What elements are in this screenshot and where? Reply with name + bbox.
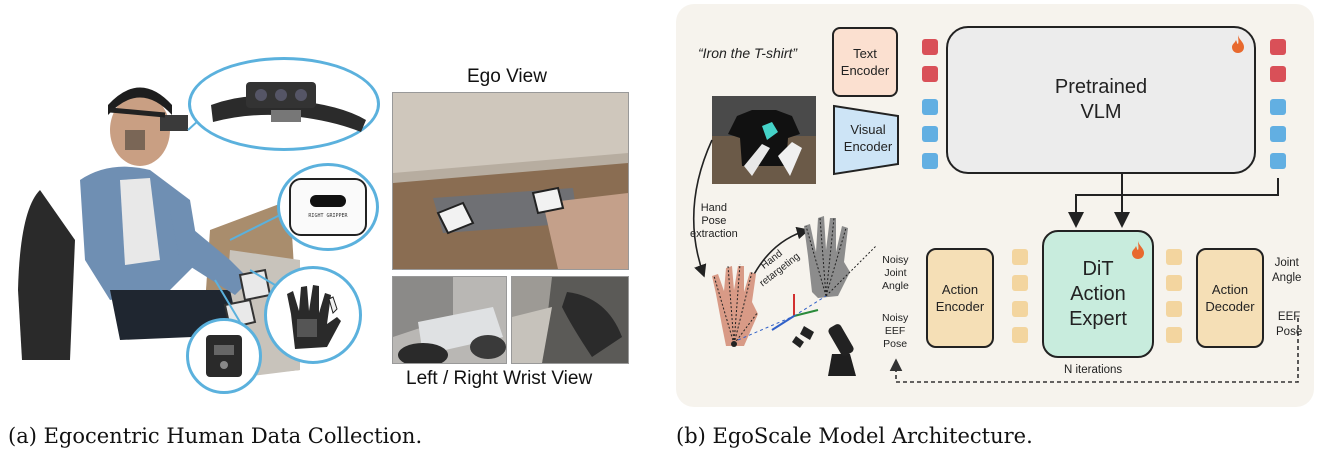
dit-label: DiT Action Expert	[1069, 257, 1127, 330]
instruction-text: “Iron the T-shirt”	[698, 45, 798, 61]
tracker-callout: RIGHT GRIPPER	[277, 163, 379, 251]
caption-b: (b) EgoScale Model Architecture.	[676, 424, 1033, 448]
eef-pose-label: EEF Pose	[1276, 311, 1303, 338]
vlm-output-token	[1270, 99, 1286, 115]
flame-icon	[1132, 241, 1144, 259]
text-encoder-box: Text Encoder	[832, 27, 898, 97]
action-decoder-box: Action Decoder	[1196, 248, 1264, 348]
vlm-output-token	[1270, 66, 1286, 82]
text-token	[922, 39, 938, 55]
tracker-label: RIGHT GRIPPER	[308, 213, 348, 219]
action-token	[1012, 327, 1028, 343]
left-wrist-photo	[392, 276, 507, 364]
compute-callout	[186, 318, 262, 394]
noisy-eef-label: Noisy EEF Pose	[882, 312, 909, 350]
action-token	[1166, 275, 1182, 291]
visual-encoder-label: Visual Encoder	[843, 122, 893, 154]
compute-box-icon	[206, 335, 242, 377]
visual-token	[922, 126, 938, 142]
hand-pose-label: Hand Pose extraction	[690, 202, 738, 240]
vlm-box: Pretrained VLM	[946, 26, 1256, 174]
tshirt-photo	[712, 96, 816, 184]
visual-token	[922, 153, 938, 169]
action-token	[1012, 301, 1028, 317]
visual-encoder-shape	[833, 104, 899, 176]
vlm-output-token	[1270, 126, 1286, 142]
noisy-joint-label: Noisy Joint Angle	[882, 254, 909, 292]
text-encoder-label: Text Encoder	[840, 46, 890, 78]
headset-callout	[188, 57, 380, 151]
action-token	[1166, 249, 1182, 265]
action-token	[1012, 275, 1028, 291]
tracker-device: RIGHT GRIPPER	[289, 178, 367, 236]
connector-arrows	[692, 139, 1299, 383]
glove-icon	[287, 285, 341, 349]
headset-icon	[211, 82, 366, 132]
action-encoder-box: Action Encoder	[926, 248, 994, 348]
wrist-view-label: Left / Right Wrist View	[406, 368, 593, 389]
action-encoder-label: Action Encoder	[935, 282, 985, 314]
visual-token	[922, 99, 938, 115]
joint-angle-label: Joint Angle	[1272, 257, 1302, 284]
tracker-sensor-window	[310, 195, 346, 207]
flame-icon	[1232, 35, 1244, 53]
n-iterations-label: N iterations	[1064, 364, 1123, 376]
glove-callout	[264, 266, 362, 364]
action-token	[1166, 327, 1182, 343]
vlm-label: Pretrained VLM	[1054, 76, 1148, 123]
action-token	[1012, 249, 1028, 265]
panel-a: RIGHT GRIPPER Ego View	[0, 0, 640, 420]
hand-pose-illustration	[712, 216, 877, 376]
vlm-output-token	[1270, 39, 1286, 55]
action-decoder-label: Action Decoder	[1205, 282, 1255, 314]
ego-view-photo	[392, 92, 629, 270]
vlm-output-token	[1270, 153, 1286, 169]
caption-a: (a) Egocentric Human Data Collection.	[8, 424, 423, 448]
ego-view-label: Ego View	[467, 66, 547, 87]
action-token	[1166, 301, 1182, 317]
right-wrist-photo	[511, 276, 629, 364]
text-token	[922, 66, 938, 82]
